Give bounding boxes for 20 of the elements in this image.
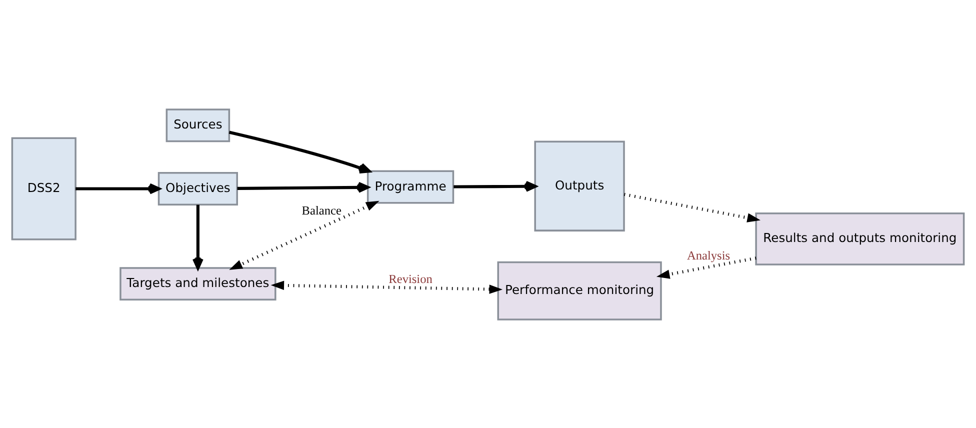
edge-label: Revision — [388, 272, 432, 286]
arrow — [192, 204, 204, 269]
edge-label: Analysis — [686, 248, 730, 262]
arrow — [229, 200, 380, 270]
node-box: Results and outputs monitoring — [755, 212, 965, 265]
arrow — [76, 182, 160, 194]
arrow — [270, 280, 503, 294]
arrow — [656, 256, 756, 278]
arrow — [454, 180, 537, 192]
node-box: Programme — [366, 170, 454, 204]
edge-label: Balance — [302, 202, 342, 217]
node-box: Outputs — [534, 140, 625, 231]
arrow — [237, 181, 370, 192]
node-box: Performance monitoring — [497, 260, 662, 320]
node-box: DSS2 — [11, 136, 76, 240]
arrow — [228, 130, 371, 173]
node-box: Sources — [166, 108, 230, 142]
node-box: Objectives — [158, 172, 238, 205]
node-box: Targets and milestones — [120, 266, 276, 300]
arrow — [624, 192, 760, 222]
